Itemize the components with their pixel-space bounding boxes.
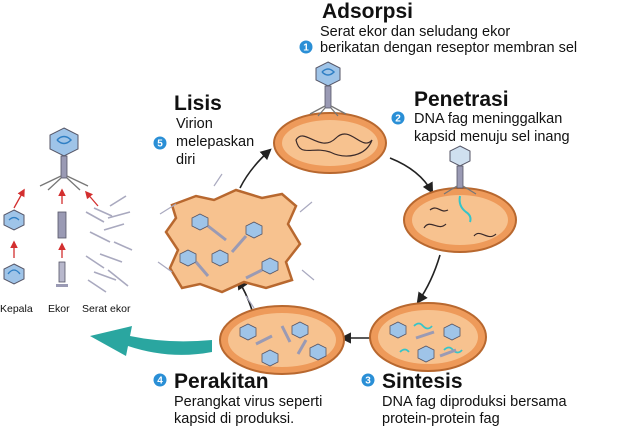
stage-perakitan: 4 Perakitan Perangkat virus seperti kaps… <box>153 370 322 427</box>
cycle-arrows <box>236 148 441 344</box>
stage-lisis-title: Lisis <box>174 92 222 115</box>
tail-icon <box>56 211 68 287</box>
stage-adsorpsi-desc-2: berikatan dengan reseptor membran sel <box>320 40 577 56</box>
fiber-assembly-arrow <box>84 190 99 207</box>
stage-adsorpsi-number: 1 <box>303 43 309 54</box>
stage-lisis-desc-1: Virion <box>176 116 213 132</box>
label-serat-ekor: Serat ekor <box>82 303 131 315</box>
head-assembly-arrow <box>13 188 25 209</box>
cell-adsorption <box>273 61 387 174</box>
complete-phage-icon <box>39 127 89 191</box>
arrow-adsorption-to-penetration <box>389 157 434 194</box>
stage-labels: Adsorpsi Serat ekor dan seludang ekor 1 … <box>0 0 577 427</box>
cell-penetration <box>403 145 517 253</box>
stage-penetrasi-number: 2 <box>395 114 401 125</box>
stage-lisis-number: 5 <box>157 139 163 150</box>
stage-perakitan-number: 4 <box>157 376 163 387</box>
stage-adsorpsi: Adsorpsi Serat ekor dan seludang ekor 1 … <box>299 0 577 56</box>
label-kepala: Kepala <box>0 303 33 315</box>
stage-adsorpsi-desc-1: Serat ekor dan seludang ekor <box>320 24 510 40</box>
stage-sintesis-title: Sintesis <box>382 370 463 393</box>
label-ekor: Ekor <box>48 303 70 315</box>
stage-penetrasi-desc-1: DNA fag meninggalkan <box>414 111 562 127</box>
stage-sintesis-desc-1: DNA fag diproduksi bersama <box>382 394 567 410</box>
stage-penetrasi-title: Penetrasi <box>414 88 509 111</box>
stage-sintesis: 3 Sintesis DNA fag diproduksi bersama pr… <box>361 370 567 427</box>
assembly-path-arrow <box>90 326 212 356</box>
stage-sintesis-desc-2: protein-protein fag <box>382 411 500 427</box>
phage-part-labels: Kepala Ekor Serat ekor <box>0 303 131 315</box>
stage-adsorpsi-title: Adsorpsi <box>322 0 413 23</box>
cell-assembly <box>219 305 345 375</box>
phage-attached-icon <box>309 61 347 117</box>
stage-perakitan-title: Perakitan <box>174 370 269 393</box>
cell-lysis <box>157 173 315 309</box>
stage-perakitan-desc-1: Perangkat virus seperti <box>174 394 322 410</box>
phage-injecting-icon <box>443 145 477 195</box>
stage-penetrasi: Penetrasi 2 DNA fag meninggalkan kapsid … <box>391 88 570 145</box>
arrow-penetration-to-synthesis <box>416 254 441 304</box>
stage-sintesis-number: 3 <box>365 376 371 387</box>
stage-lisis-desc-2: melepaskan <box>176 134 254 150</box>
cell-synthesis <box>369 302 487 372</box>
phage-parts <box>3 127 133 293</box>
stage-lisis: Lisis Virion 5 melepaskan diri <box>153 92 254 168</box>
capsid-head-icon <box>3 209 25 285</box>
tail-fibers-icon <box>85 195 133 293</box>
stage-lisis-desc-3: diri <box>176 152 195 168</box>
stage-penetrasi-desc-2: kapsid menuju sel inang <box>414 129 570 145</box>
arrow-lysis-to-adsorption <box>239 148 272 189</box>
stage-perakitan-desc-2: kapsid di produksi. <box>174 411 294 427</box>
